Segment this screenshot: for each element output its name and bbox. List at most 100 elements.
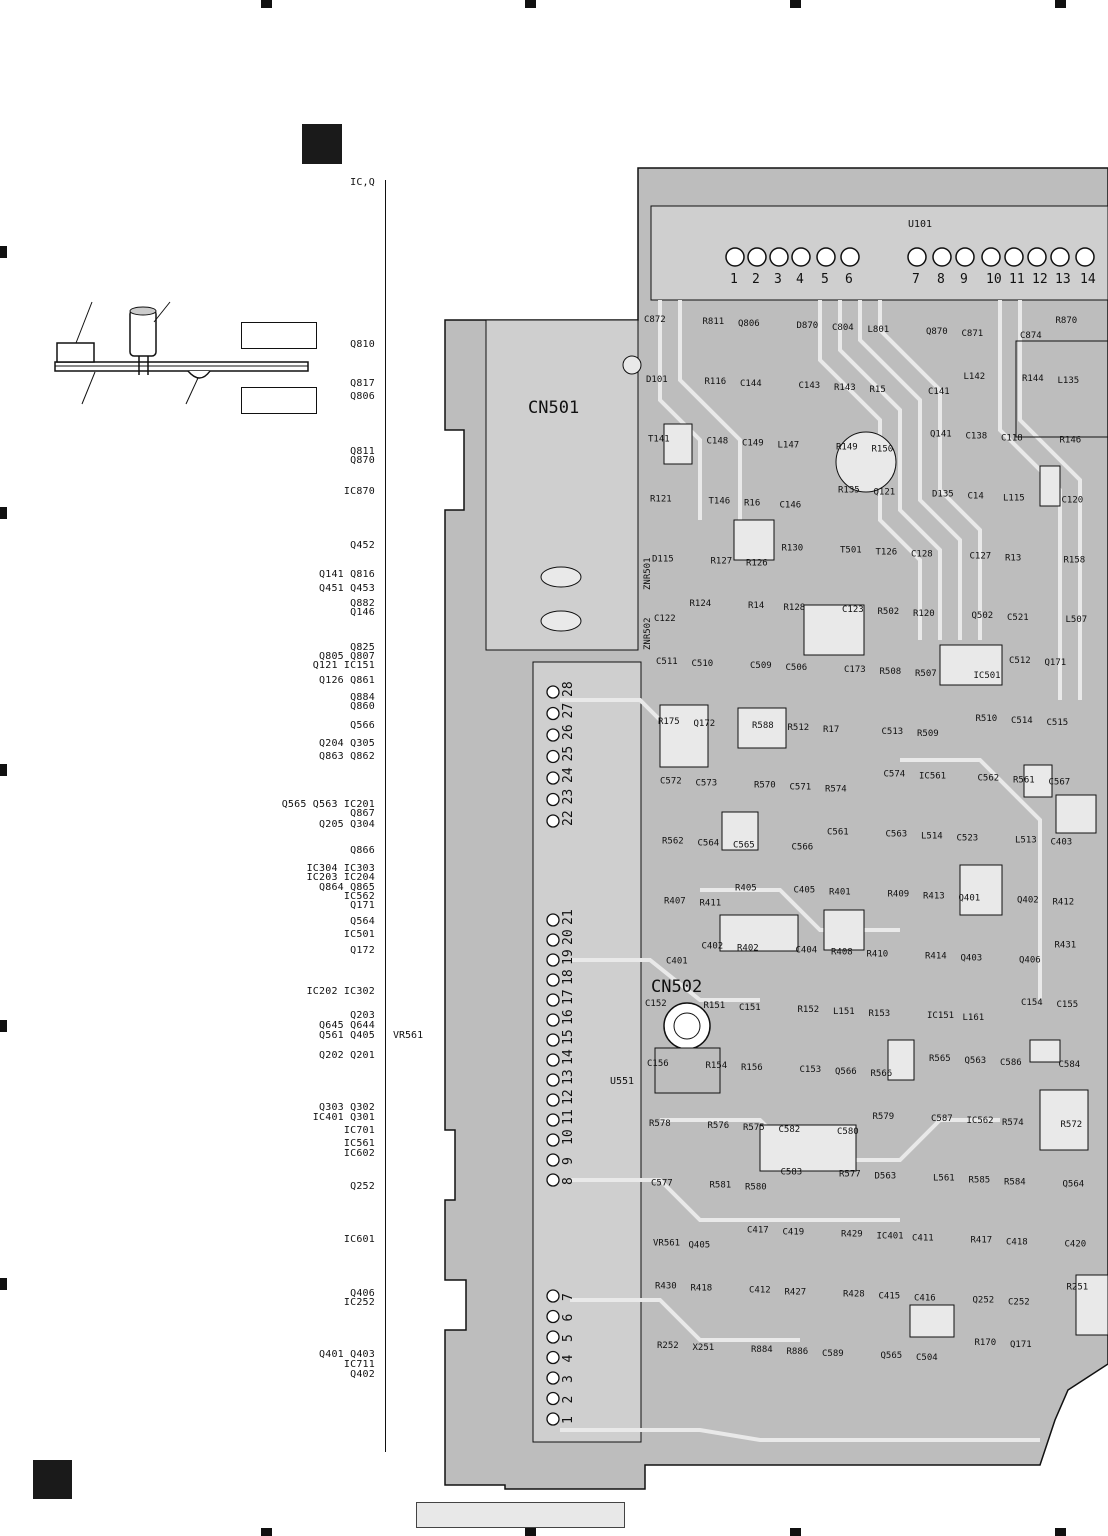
component-label: R411 [700,898,722,908]
component-label: R561 [1013,776,1035,786]
u101-pin-label: 11 [1009,272,1025,287]
registration-mark [0,1020,7,1032]
component-label: R402 [737,943,759,953]
component-label: C141 [928,387,950,397]
registration-mark [261,1528,272,1536]
component-label: C152 [645,999,667,1009]
component-label: Q402 [1017,895,1039,905]
component-label: IC151 [927,1011,954,1021]
component-label: C419 [783,1227,805,1237]
u101-pin [1004,247,1024,267]
component-label: C146 [780,501,802,511]
u101-pin [1075,247,1095,267]
connector-pin [546,1013,560,1027]
component-label: C521 [1007,613,1029,623]
component-label: Q401 [959,893,981,903]
component-label: C403 [1051,838,1073,848]
component-label: R13 [1005,553,1021,563]
reference-entry: Q202 Q201 [319,1050,375,1061]
component-label: C123 [842,605,864,615]
component-label: R405 [735,883,757,893]
component-label: R128 [784,603,806,613]
connector-pin [546,1173,560,1187]
component-label: R16 [744,499,760,509]
component-label: Q172 [694,719,716,729]
connector-pin [546,1412,560,1426]
component-label: Q806 [738,319,760,329]
connector-pin [546,993,560,1007]
u551-label: U551 [610,1076,634,1087]
component-label: R431 [1055,940,1077,950]
connector-pin-label: 2 [561,1396,576,1404]
component-label: C122 [654,614,676,624]
connector-pin [546,792,560,807]
reference-entry: Q866 [350,845,375,856]
reference-entry: Q126 Q861 [319,675,375,686]
u101-pin-label: 6 [845,272,853,287]
reference-entry: IC870 [343,486,375,497]
cn502-label: CN502 [651,977,702,997]
reference-entry: Q204 Q305 [319,738,375,749]
reference-entry: IC562 [343,891,375,902]
component-label: T146 [709,497,731,507]
component-label: C418 [1006,1237,1028,1247]
connector-pin [546,1073,560,1087]
component-label: R130 [782,543,804,553]
component-label: Q141 [930,430,952,440]
reference-entry: IC711 [343,1359,375,1370]
connector-pin-label: 10 [561,1129,576,1145]
component-label: R414 [925,951,947,961]
u101-pin [816,247,836,267]
component-label: T501 [840,545,862,555]
component-label: Q403 [961,953,983,963]
registration-mark [790,0,801,8]
component-label: C173 [844,665,866,675]
component-label: D870 [797,321,819,331]
reference-entry: Q645 Q644 [319,1020,375,1031]
reference-entry: Q817 [350,378,375,389]
reference-entry: IC601 [343,1234,375,1245]
component-label: R588 [752,721,774,731]
component-label: C523 [957,834,979,844]
registration-mark [261,0,272,8]
connector-pin-label: 19 [561,949,576,965]
component-label: R418 [691,1283,713,1293]
connector-pin [546,973,560,987]
component-label: R580 [745,1183,767,1193]
component-label: R251 [1067,1282,1089,1292]
u101-pin [725,247,745,267]
connector-pin [546,814,560,828]
u101-pin-label: 3 [774,272,782,287]
component-label: D563 [875,1172,897,1182]
reference-entry: IC401 Q301 [312,1112,375,1123]
connector-pin-label: 6 [561,1314,576,1322]
component-label: L561 [933,1174,955,1184]
registration-mark [525,1528,536,1536]
reference-entry: Q566 [350,720,375,731]
component-label: C562 [978,774,1000,784]
component-label: R507 [915,669,937,679]
component-label: R581 [710,1181,732,1191]
u101-pin-label: 1 [730,272,738,287]
component-label: L115 [1003,494,1025,504]
reference-entry: IC561 [343,1138,375,1149]
component-label: C512 [1009,656,1031,666]
component-label: Q121 [874,488,896,498]
reference-entry: Q882 [350,598,375,609]
component-label: C149 [742,439,764,449]
component-label: C405 [794,885,816,895]
component-label: C156 [647,1059,669,1069]
connector-pin-label: 22 [561,810,576,826]
component-label: R413 [923,891,945,901]
component-label: C515 [1047,718,1069,728]
component-label: C128 [911,549,933,559]
u101-pin [1027,247,1047,267]
component-label: L135 [1058,376,1080,386]
connector-pin [546,1033,560,1047]
u101-pin [747,247,767,267]
component-label: IC401 [877,1231,904,1241]
component-label: R570 [754,781,776,791]
component-label: C872 [644,315,666,325]
section-marker-bottom [33,1460,72,1499]
